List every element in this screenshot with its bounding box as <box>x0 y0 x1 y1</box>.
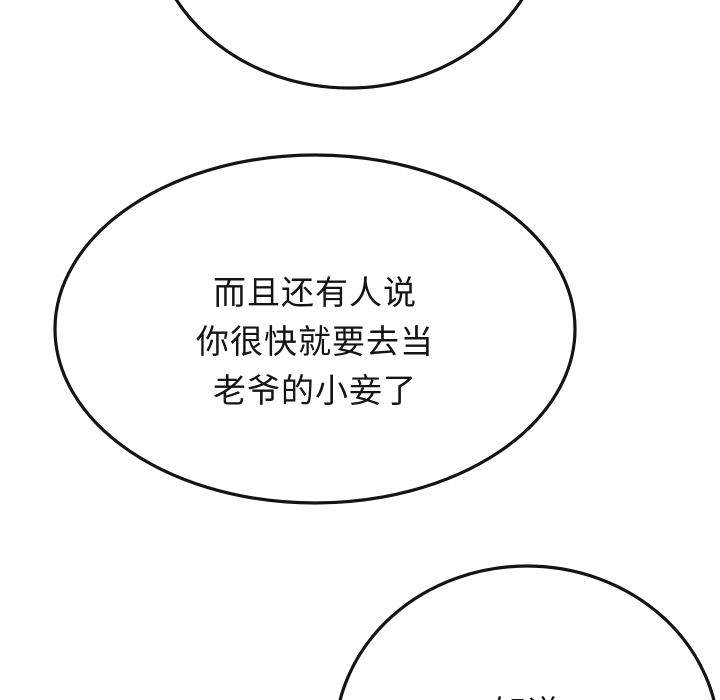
main-bubble-line-3: 老爷的小妾了 <box>213 371 417 410</box>
bottom-bubble-line-1: 知道 <box>345 688 710 700</box>
main-speech-bubble-text: 而且还有人说 你很快就要去当 老爷的小妾了 <box>55 268 575 415</box>
main-bubble-line-1: 而且还有人说 <box>213 273 417 312</box>
main-bubble-line-2: 你很快就要去当 <box>196 322 434 361</box>
bottom-speech-bubble-outline <box>338 564 716 700</box>
top-speech-bubble-outline <box>174 0 524 90</box>
bottom-speech-bubble-text: 知道 <box>345 688 710 700</box>
